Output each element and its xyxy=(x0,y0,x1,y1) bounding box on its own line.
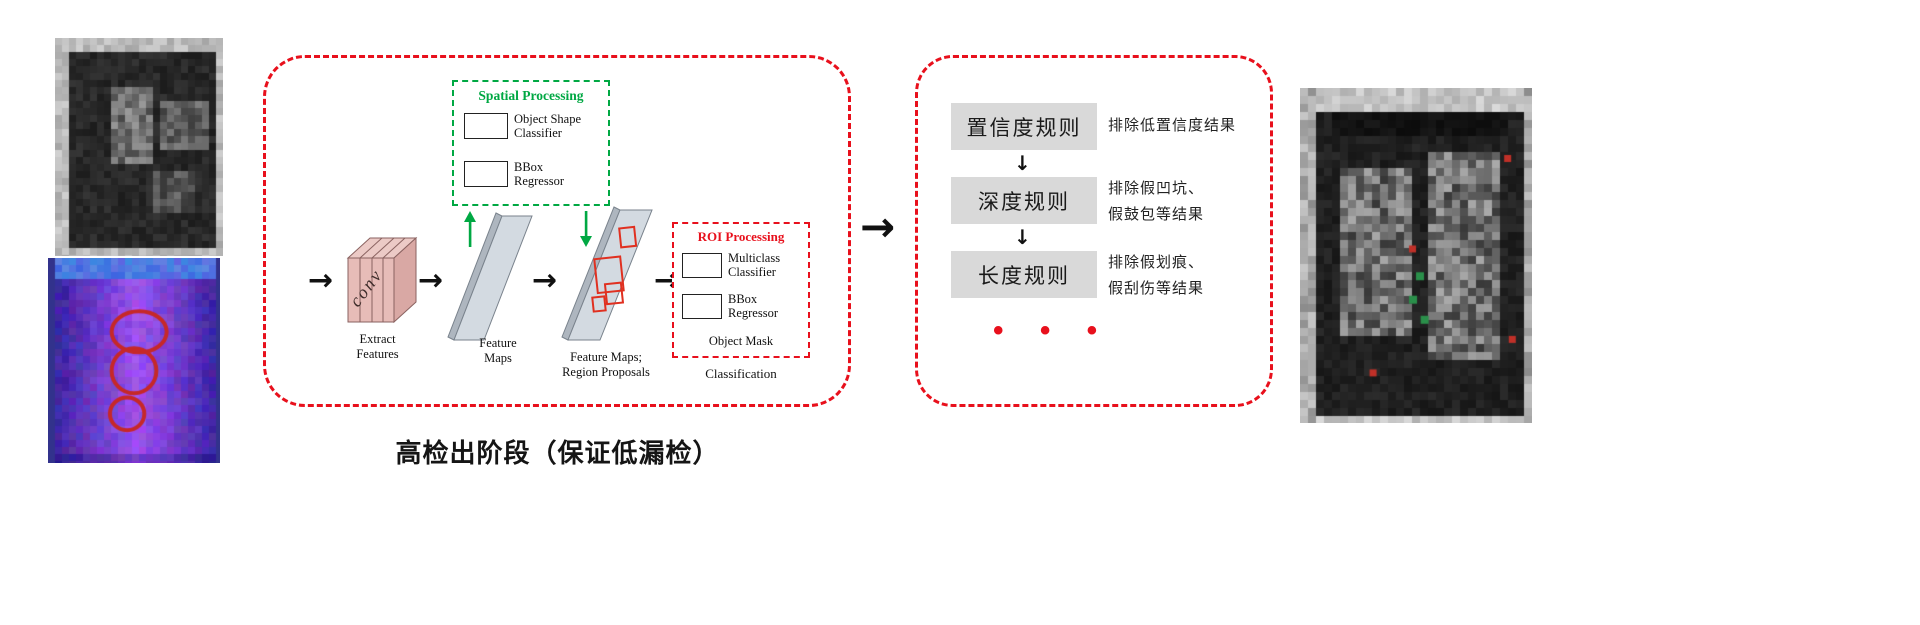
roi-processing-box: ROI Processing Multiclass Classifier BBo… xyxy=(672,222,810,358)
object-shape-classifier-row: Object Shape Classifier xyxy=(464,112,581,140)
object-mask-label: Object Mask xyxy=(708,334,774,348)
object-shape-classifier-node xyxy=(464,113,508,139)
stage1-caption: 高检出阶段（保证低漏检） xyxy=(395,438,720,468)
rule-depth-label: 深度规则 xyxy=(978,190,1070,214)
spatial-processing-box: Spatial Processing Object Shape Classifi… xyxy=(452,80,610,206)
feature-map-plate xyxy=(447,212,533,341)
region-proposal-boxes xyxy=(591,225,638,313)
stage2-rule-filter-box xyxy=(915,55,1273,407)
multiclass-classifier-label: Multiclass Classifier xyxy=(728,251,781,279)
roi-bbox-regressor-row: BBox Regressor xyxy=(682,292,778,320)
spatial-processing-title: Spatial Processing xyxy=(478,88,584,103)
bbox-regressor-label: BBox Regressor xyxy=(514,160,564,188)
rule-depth: 深度规则 xyxy=(951,177,1097,224)
extract-features-label: Extract Features xyxy=(356,332,399,361)
roi-bbox-regressor-label: BBox Regressor xyxy=(728,292,778,320)
rule-length-label: 长度规则 xyxy=(978,264,1070,288)
bbox-regressor-row: BBox Regressor xyxy=(464,160,564,188)
arrow-down-icon: ↓ xyxy=(1014,151,1031,175)
roi-processing-title: ROI Processing xyxy=(697,229,785,244)
feature-maps-label: Feature Maps xyxy=(479,336,517,365)
arrow-up-icon xyxy=(464,211,476,247)
roi-bbox-regressor-node xyxy=(682,293,722,319)
bbox-regressor-node xyxy=(464,161,508,187)
rule-confidence-note: 排除低置信度结果 xyxy=(1108,117,1237,134)
multiclass-classifier-node xyxy=(682,252,722,278)
rule-length-note: 排除假划痕、 假刮伤等结果 xyxy=(1108,254,1205,297)
rule-length: 长度规则 xyxy=(951,251,1097,298)
arrow-right-icon: → xyxy=(532,263,558,298)
arrow-down-icon: ↓ xyxy=(1014,225,1031,249)
rule-confidence: 置信度规则 xyxy=(951,103,1097,150)
stage1-high-recall-box xyxy=(263,55,851,407)
output-result-image xyxy=(1300,88,1532,423)
multiclass-classifier-row: Multiclass Classifier xyxy=(682,251,780,279)
feature-map-region-proposals-plate xyxy=(561,206,653,341)
arrow-right-icon: → xyxy=(860,202,896,251)
arrow-right-icon: → xyxy=(308,263,334,298)
rule-confidence-label: 置信度规则 xyxy=(966,116,1082,140)
object-shape-classifier-label: Object Shape Classifier xyxy=(514,112,581,140)
classification-label: Classification xyxy=(705,366,777,381)
arrow-right-icon: → xyxy=(418,263,444,298)
conv-backbone-block: conv xyxy=(345,236,418,324)
ellipsis-dots: • • • xyxy=(993,314,1112,347)
arrow-down-green-icon xyxy=(580,211,592,247)
feature-maps-region-proposals-label: Feature Maps; Region Proposals xyxy=(562,350,650,379)
input-grayscale-image xyxy=(55,38,223,256)
rule-depth-note: 排除假凹坑、 假鼓包等结果 xyxy=(1108,180,1205,223)
input-depthmap-image xyxy=(48,258,220,463)
